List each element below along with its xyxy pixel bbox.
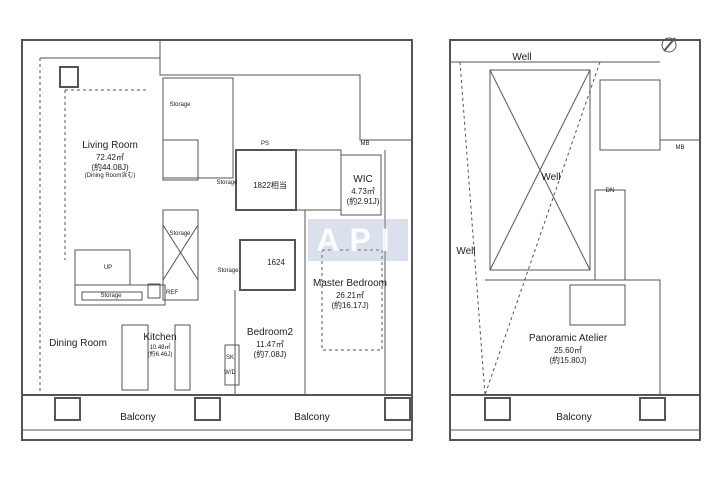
room-area: 10.48㎡ — [149, 344, 171, 351]
dining-room-label: Dining Room — [49, 338, 107, 349]
room-name: WIC — [353, 174, 373, 185]
room-name: Kitchen — [143, 332, 177, 343]
room-area: 11.47㎡ — [256, 339, 284, 349]
sk-label: SK — [225, 355, 235, 361]
room-area: 25.60㎡ — [553, 345, 583, 355]
storage-label: Storage — [169, 231, 191, 237]
balcony-label: Balcony — [120, 412, 156, 423]
room-tatami: (約6.46J) — [147, 352, 173, 358]
kitchen-label: Kitchen 10.48㎡ (約6.46J) — [143, 332, 176, 360]
room-name: Bedroom2 — [246, 327, 294, 338]
room-tatami: (約16.17J) — [331, 300, 369, 310]
panoramic-atelier-label: Panoramic Atelier 25.60㎡ (約15.80J) — [529, 333, 607, 366]
bath2-label: 1624 — [267, 258, 285, 267]
well-label: Well — [541, 172, 561, 183]
ref-label: REF — [166, 290, 178, 296]
up-label: UP — [103, 265, 113, 271]
ps-label: PS — [260, 141, 270, 147]
watermark: API — [308, 219, 408, 261]
wic-label: WIC 4.73㎡ (約2.91J) — [347, 174, 380, 207]
north-arrow-icon — [661, 37, 677, 53]
wd-label: W/D — [224, 370, 236, 376]
storage-label: Storage — [100, 293, 122, 299]
master-bedroom-label: Master Bedroom 26.21㎡ (約16.17J) — [313, 278, 387, 311]
room-area: 4.73㎡ — [351, 186, 375, 196]
balcony-label: Balcony — [294, 412, 330, 423]
well-label: Well — [512, 52, 532, 63]
storage-label: Storage — [169, 102, 191, 108]
room-tatami: (約2.91J) — [346, 196, 380, 206]
dn-label: DN — [605, 188, 615, 194]
room-tatami: (約7.08J) — [253, 349, 287, 359]
room-tatami: (約44.08J) — [91, 162, 129, 172]
storage-label: Storage — [216, 180, 238, 186]
balcony-label: Balcony — [556, 412, 592, 423]
well-label: Well — [456, 246, 476, 257]
room-area: 72.42㎡ — [95, 152, 125, 162]
mb-label: MB — [675, 145, 685, 151]
room-name: Master Bedroom — [313, 278, 387, 289]
living-room-label: Living Room 72.42㎡ (約44.08J) (Dining Roo… — [82, 140, 138, 180]
room-name: Panoramic Atelier — [528, 333, 608, 344]
bath1-label: 1822相当 — [253, 181, 287, 190]
room-tatami: (約15.80J) — [549, 355, 587, 365]
room-note: (Dining Room含む) — [84, 172, 136, 179]
storage-label: Storage — [217, 268, 239, 274]
room-area: 26.21㎡ — [335, 290, 365, 300]
bedroom2-label: Bedroom2 11.47㎡ (約7.08J) — [247, 327, 293, 360]
mb-label: MB — [360, 141, 370, 147]
room-name: Living Room — [82, 140, 138, 151]
